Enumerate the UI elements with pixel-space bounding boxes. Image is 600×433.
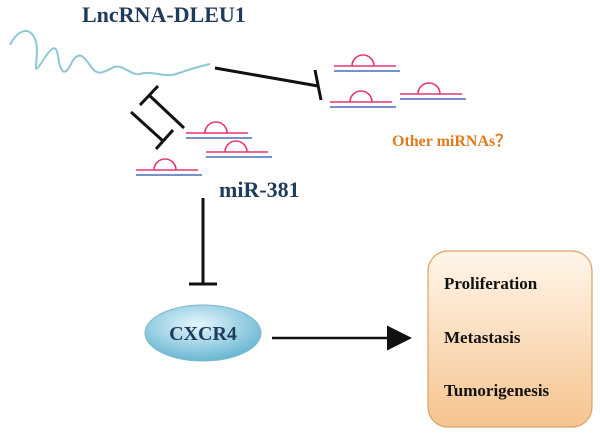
mirna-duplex bbox=[136, 158, 202, 176]
mirna-duplex bbox=[206, 140, 272, 158]
inhibition-mir381-cxcr4 bbox=[189, 198, 217, 286]
outcomes-box bbox=[427, 250, 593, 428]
mir381-label: miR-381 bbox=[219, 177, 300, 202]
inhibition-lncrna-other bbox=[214, 66, 323, 101]
outcome-metastasis: Metastasis bbox=[444, 328, 521, 347]
other-mirnas-label: Other miRNAs？ bbox=[392, 133, 511, 150]
mirna-duplex bbox=[400, 82, 466, 100]
mutual-inhibition-lncrna-mir381 bbox=[129, 84, 186, 151]
mirna-duplex bbox=[330, 90, 396, 108]
lncrna-strand bbox=[9, 30, 211, 77]
outcome-tumorigenesis: Tumorigenesis bbox=[444, 381, 550, 400]
lncrna-label: LncRNA-DLEU1 bbox=[82, 2, 246, 27]
cxcr4-label: CXCR4 bbox=[169, 323, 237, 345]
mirna-duplex bbox=[186, 121, 252, 139]
cxcr4-node bbox=[144, 304, 262, 362]
outcome-proliferation: Proliferation bbox=[444, 274, 538, 293]
mirna-duplex bbox=[334, 54, 400, 72]
